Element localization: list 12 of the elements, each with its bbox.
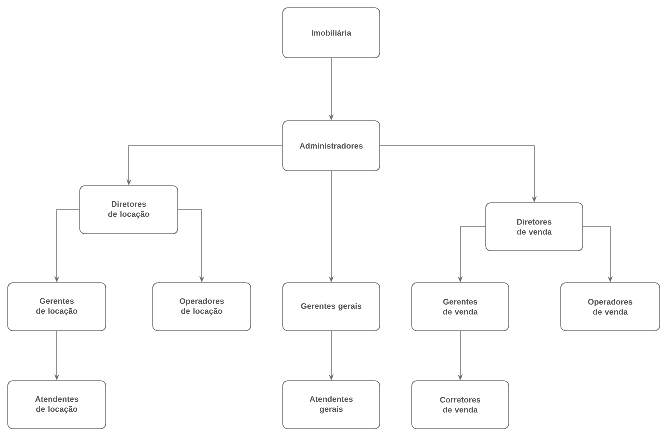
org-box: Atendentes de locação xyxy=(8,380,106,430)
org-box: Atendentes gerais xyxy=(282,380,380,430)
org-box: Gerentes de locação xyxy=(8,282,106,332)
org-box: Corretores de venda xyxy=(412,380,510,430)
org-box: Gerentes de venda xyxy=(412,282,510,332)
org-box: Diretores de venda xyxy=(486,202,584,252)
org-box: Operadores de locação xyxy=(152,282,252,332)
org-box: Diretores de locação xyxy=(80,186,178,234)
org-box: Administradores xyxy=(282,120,380,172)
org-box: Operadores de venda xyxy=(560,282,660,332)
org-box: Gerentes gerais xyxy=(282,282,380,332)
org-box: Imobiliária xyxy=(282,8,380,58)
